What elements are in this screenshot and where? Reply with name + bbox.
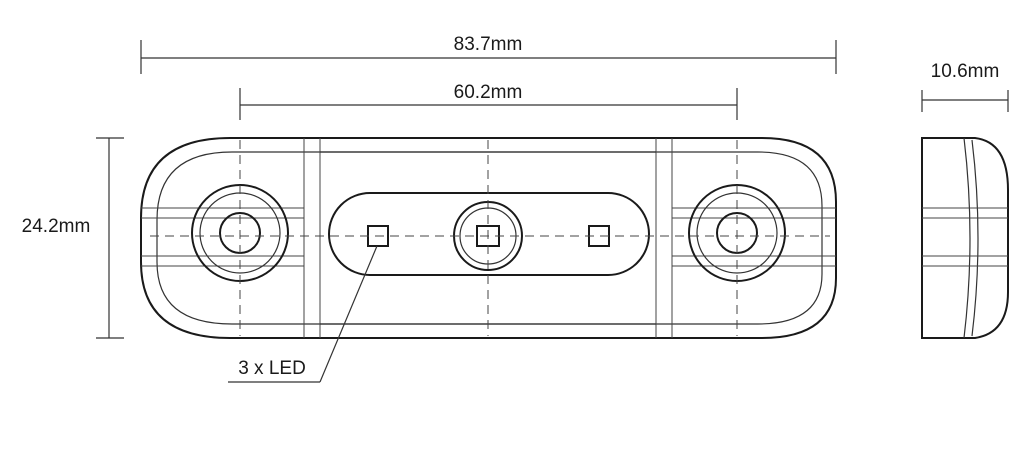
height-dimension: 24.2mm — [22, 137, 124, 339]
led-callout-label: 3 x LED — [238, 358, 306, 379]
lamp-front-view — [140, 137, 837, 339]
led-spacing-dimension: 60.2mm — [239, 82, 738, 120]
lamp-side-view — [921, 137, 1009, 339]
overall-length-label: 83.7mm — [454, 34, 523, 55]
led-lens-capsule — [328, 192, 650, 276]
lamp-inner-outline — [156, 151, 823, 325]
led-spacing-label: 60.2mm — [454, 82, 523, 103]
height-label: 24.2mm — [22, 216, 91, 237]
lamp-body-outline — [140, 137, 837, 339]
depth-label: 10.6mm — [931, 61, 1000, 82]
overall-length-dimension: 83.7mm — [140, 34, 837, 74]
depth-dimension: 10.6mm — [921, 61, 1009, 112]
led-callout: 3 x LED — [228, 245, 378, 383]
side-view-outline — [921, 137, 1009, 339]
